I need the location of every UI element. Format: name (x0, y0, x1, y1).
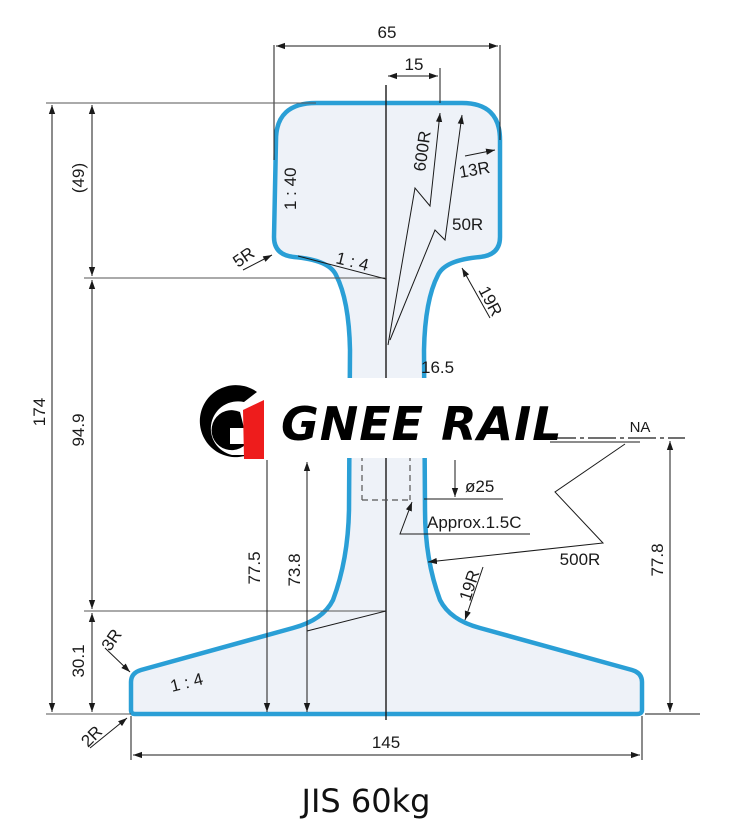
radius-600r-leader (387, 112, 443, 346)
slope-head-side-label: 1 : 40 (281, 167, 300, 210)
radius-19r-base-label: 19R (456, 568, 484, 604)
radius-500r-leader (427, 443, 626, 565)
chamfer-leader (399, 501, 530, 535)
radius-19r-head-arrow (461, 267, 491, 319)
dim-head-width-label: 65 (378, 23, 397, 42)
dim-77-5-label: 77.5 (245, 551, 264, 584)
gnee-logo-mark-icon (199, 385, 264, 459)
web-thickness-label: 16.5 (421, 358, 454, 377)
dim-web-height-label: 94.9 (69, 413, 88, 446)
radius-13r-arrow (464, 148, 496, 157)
radius-19r-base-arrow (464, 566, 484, 621)
radius-50r-leader (389, 114, 464, 341)
drawing-title: JIS 60kg (301, 782, 431, 820)
radius-2r-label: 2R (77, 722, 106, 751)
neutral-axis-label: NA (630, 419, 651, 436)
radius-5r-arrow (242, 254, 273, 271)
dim-head-height-label: (49) (69, 163, 88, 193)
logo-text: GNEE RAIL (281, 397, 563, 451)
radius-19r-head-label: 19R (474, 283, 505, 319)
dim-73-8-label: 73.8 (285, 553, 304, 586)
dim-base-width-label: 145 (372, 733, 400, 752)
radius-500r-label: 500R (560, 550, 601, 569)
chamfer-label: Approx.1.5C (427, 513, 522, 532)
radius-50r-label: 50R (452, 215, 483, 234)
radius-5r-label: 5R (229, 243, 258, 271)
radius-2r-arrow (89, 717, 128, 749)
dim-base-height-label: 30.1 (69, 644, 88, 677)
radius-3r-arrow (104, 647, 131, 673)
dim-head-offset-label: 15 (405, 55, 424, 74)
radius-3r-label: 3R (98, 626, 126, 655)
bolt-hole-label: ø25 (465, 477, 494, 496)
dim-na-height-label: 77.8 (648, 543, 667, 576)
dim-total-height-label: 174 (30, 398, 49, 426)
